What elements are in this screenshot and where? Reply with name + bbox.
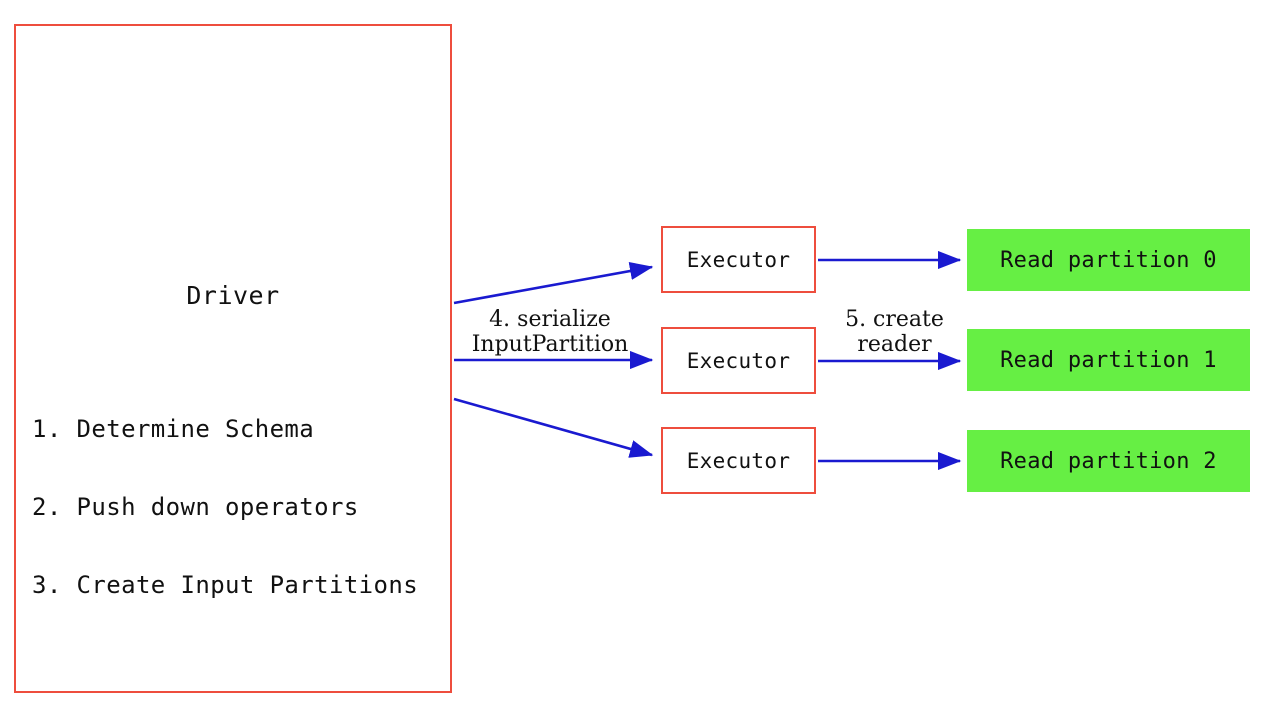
- driver-step-list: 1. Determine Schema 2. Push down operato…: [32, 364, 418, 650]
- edge-label-serialize-line2: InputPartition: [471, 332, 629, 357]
- executor-node-2: Executor: [661, 427, 816, 494]
- driver-node: Driver 1. Determine Schema 2. Push down …: [14, 24, 452, 693]
- driver-title: Driver: [186, 281, 280, 310]
- executor-node-0: Executor: [661, 226, 816, 293]
- edge-label-create-line2: reader: [857, 332, 932, 357]
- driver-step-1: 1. Determine Schema: [32, 415, 315, 443]
- edge-driver-to-executor-0: [453, 262, 654, 305]
- partition-node-0: Read partition 0: [967, 229, 1250, 291]
- edge-label-serialize-line1: 4. serialize: [489, 307, 611, 332]
- executor-node-1: Executor: [661, 327, 816, 394]
- edge-label-serialize: 4. serialize InputPartition: [462, 307, 638, 357]
- partition-node-2: Read partition 2: [967, 430, 1250, 492]
- driver-step-3: 3. Create Input Partitions: [32, 571, 419, 599]
- partition-node-1: Read partition 1: [967, 329, 1250, 391]
- edge-label-create-reader: 5. create reader: [827, 307, 962, 357]
- edge-label-create-line1: 5. create: [845, 307, 944, 332]
- edge-driver-to-executor-2: [453, 397, 654, 458]
- driver-step-2: 2. Push down operators: [32, 493, 359, 521]
